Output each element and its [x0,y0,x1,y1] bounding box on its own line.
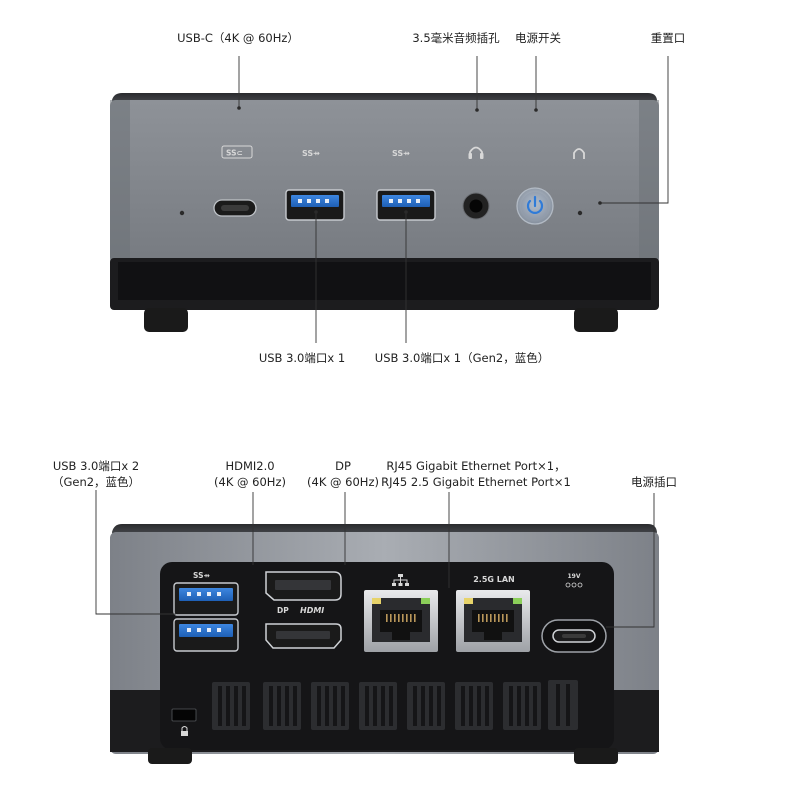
label-rj45-line1: RJ45 Gigabit Ethernet Port×1， [386,459,565,473]
rear-hdmi-port[interactable] [265,623,342,649]
usb-ss-icon: SS⇸ [302,149,320,158]
svg-text:SS⇸: SS⇸ [302,149,320,158]
rear-leader-lines [95,490,655,628]
rear-usb-a-port-1[interactable] [173,582,239,616]
svg-text:SS⊂: SS⊂ [226,149,243,158]
label-audio-jack: 3.5毫米音频插孔 [412,31,500,45]
power-icon [526,195,544,214]
front-usb-a-port-1[interactable] [285,189,345,221]
front-usb-a-port-2[interactable] [376,189,436,221]
rear-dc-in-port[interactable] [541,619,607,653]
usb-c-ss-icon: SS⊂ [221,145,253,159]
label-usbc: USB-C（4K @ 60Hz） [177,31,299,45]
front-mic-dot [179,210,185,216]
rear-rj45-port-1[interactable] [364,590,438,652]
reset-icon [573,148,585,159]
svg-text:SS⇸: SS⇸ [392,149,410,158]
rear-lock-slot[interactable] [171,708,197,722]
dcin-voltage-text: 19V [568,573,581,580]
label-reset: 重置口 [651,31,686,45]
rear-foot-left [148,748,192,764]
label-power-switch: 电源开关 [515,31,561,45]
rear-usb-a-port-2[interactable] [173,618,239,652]
usb-ss-icon: SS⇸ [392,149,410,158]
front-device: SS⊂ SS⇸ SS⇸ [110,93,659,332]
label-usb30-gen2: USB 3.0端口x 1（Gen2，蓝色） [375,351,549,365]
front-foot-left [144,308,188,332]
rear-foot-right [574,748,618,764]
front-panel [110,100,659,263]
front-reset-hole[interactable] [577,210,583,216]
front-power-button[interactable] [516,187,554,225]
hdmi-port-text: HDMI [300,606,324,615]
rear-rj45-port-2[interactable] [456,590,530,652]
label-dp-line1: DP [335,459,351,473]
label-rear-usb-line1: USB 3.0端口x 2 [53,459,139,473]
label-rj45-line2: RJ45 2.5 Gigabit Ethernet Port×1 [381,475,571,489]
usb-ss-icon: SS⇸ [193,571,210,580]
label-usb30: USB 3.0端口x 1 [259,351,345,365]
headphone-icon [468,146,484,159]
label-hdmi-line1: HDMI2.0 [225,459,274,473]
label-dp-line2: (4K @ 60Hz) [307,475,379,489]
svg-text:SS⇸: SS⇸ [193,571,210,580]
rear-vents [212,680,578,730]
dc-polarity-icon [565,582,583,588]
dp-port-text: DP [277,606,289,615]
lan-25g-text: 2.5G LAN [473,575,515,584]
rear-dp-port[interactable] [265,571,342,601]
label-power-jack: 电源插口 [631,475,677,489]
network-icon [392,574,409,586]
front-leader-lines [237,56,669,343]
kensington-lock-icon [181,726,188,736]
label-rear-usb-line2: （Gen2，蓝色） [52,475,140,489]
label-hdmi-line2: (4K @ 60Hz) [214,475,286,489]
rear-device: SS⇸ DP HDMI [110,524,659,764]
front-audio-jack[interactable] [462,192,490,220]
front-foot-right [574,308,618,332]
front-usbc-port[interactable] [213,199,257,217]
